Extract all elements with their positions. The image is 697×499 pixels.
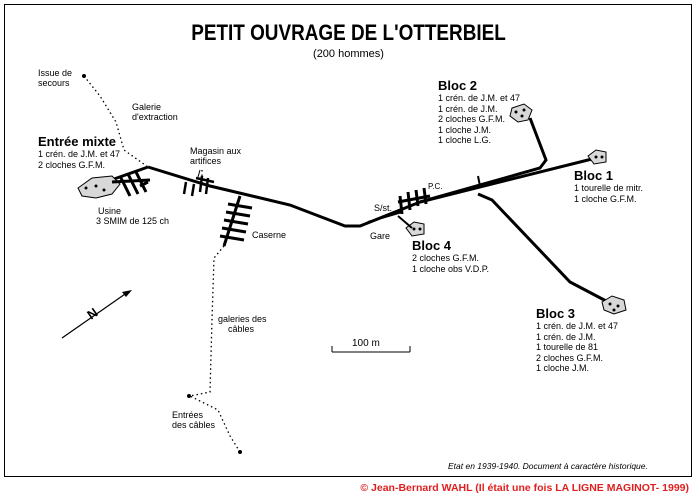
historical-note: Etat en 1939-1940. Document à caractère … [448, 461, 648, 471]
issue-secours-path [83, 75, 149, 168]
block-4: Bloc 4 2 cloches G.F.M. 1 cloche obs V.D… [412, 238, 490, 274]
cable-gallery-path [188, 245, 241, 453]
dotted-paths [83, 75, 241, 453]
label-gare: Gare [370, 231, 391, 241]
magasin-galleries [182, 175, 215, 197]
block-3-shape [601, 295, 627, 315]
usine-galleries [111, 171, 151, 197]
block-2: Bloc 2 1 crén. de J.M. et 47 1 crén. de … [438, 78, 521, 145]
map-frame [4, 4, 692, 477]
scale-label: 100 m [352, 338, 380, 349]
scale-bar [331, 346, 411, 353]
gare-track [367, 211, 403, 223]
page-title: PETIT OUVRAGE DE L'OTTERBIEL [191, 20, 506, 45]
main-gallery [147, 155, 601, 228]
label-pc: P.C. [428, 182, 443, 191]
copyright-notice: © Jean-Bernard WAHL (Il était une fois L… [360, 482, 689, 494]
block-2-shape [509, 103, 533, 123]
block-entree-shape [77, 175, 121, 199]
label-caserne: Caserne [252, 230, 287, 240]
block-3: Bloc 3 1 crén. de J.M. et 47 1 crén. de … [536, 306, 619, 373]
block-1: Bloc 1 1 tourelle de mitr. 1 cloche G.F.… [574, 168, 644, 204]
north-arrow [61, 290, 132, 339]
pc-galleries [397, 187, 431, 215]
label-sst: S/st. [374, 203, 393, 213]
gallery-bloc3 [477, 192, 609, 304]
caserne-galleries [219, 195, 253, 247]
page-subtitle: (200 hommes) [313, 48, 384, 60]
block-entree-mixte: Entrée mixte 1 crén. de J.M. et 47 2 clo… [38, 134, 121, 170]
